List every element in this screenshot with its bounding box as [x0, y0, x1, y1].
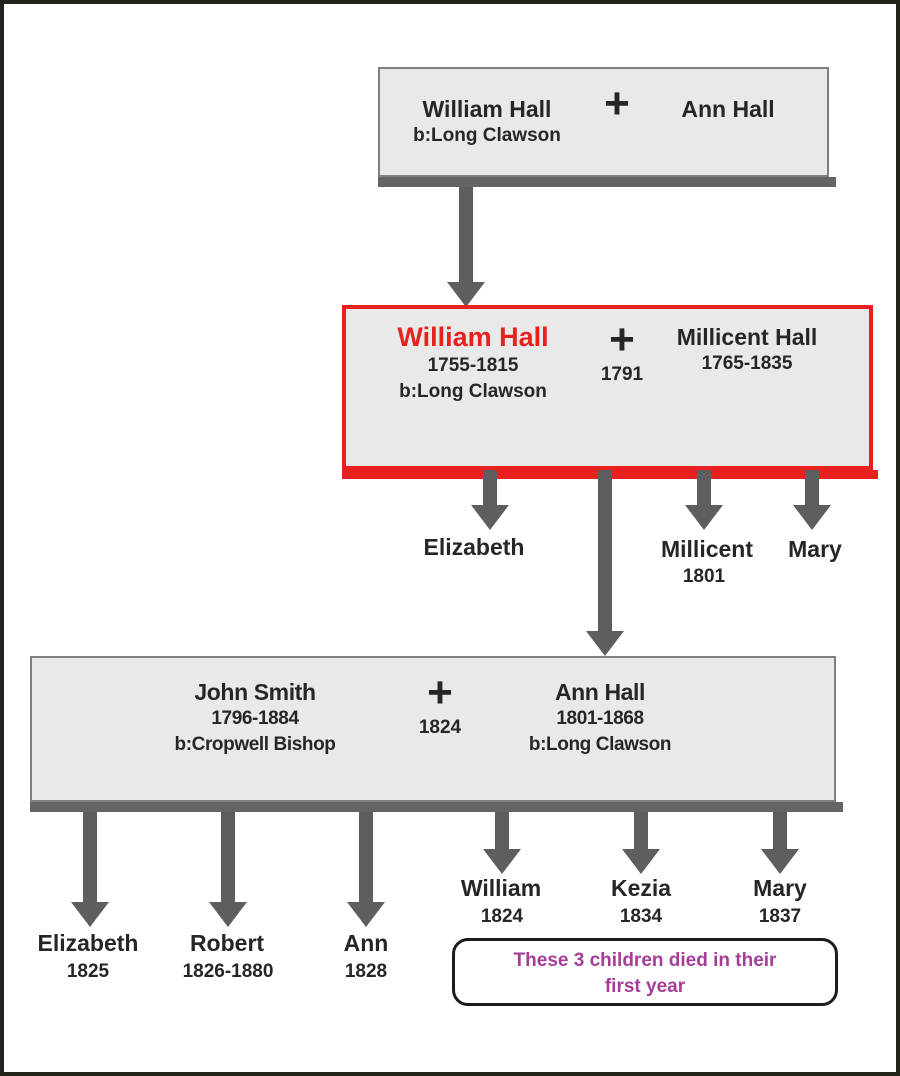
- person-years: 1796-1884: [211, 708, 299, 729]
- marriage-year: 1791: [600, 364, 644, 385]
- arrow-shaft: [697, 470, 711, 510]
- down-arrow-gen1-to-gen2-icon: [447, 187, 485, 307]
- box-shadow-bar: [378, 177, 836, 187]
- arrow-head: [447, 282, 485, 307]
- person-gen1-right: Ann Hall: [668, 95, 788, 123]
- arrow-shaft: [495, 812, 509, 854]
- arrow-head: [622, 849, 660, 874]
- note-box: These 3 children died in their first yea…: [452, 938, 838, 1006]
- marriage-plus-gen2: + 1791: [582, 315, 662, 387]
- person-name: Millicent Hall: [676, 324, 818, 350]
- child-year-william-gen3: 1824: [480, 906, 524, 927]
- arrow-head: [209, 902, 247, 927]
- couple-box-gen1: William Hall b:Long Clawson + Ann Hall: [378, 67, 836, 187]
- note-text-line1: These 3 children died in their: [513, 950, 777, 971]
- arrow-shaft: [459, 187, 473, 287]
- marriage-plus-gen1: +: [587, 79, 647, 128]
- marriage-plus-gen3: + 1824: [400, 668, 480, 740]
- person-birthplace: b:Long Clawson: [399, 381, 547, 402]
- arrow-shaft: [83, 812, 97, 907]
- child-year-robert: 1826-1880: [182, 961, 274, 982]
- down-arrow-robert-icon: [209, 812, 247, 927]
- arrow-head: [71, 902, 109, 927]
- person-gen1-left: William Hall b:Long Clawson: [382, 95, 592, 149]
- person-gen3-right: Ann Hall 1801-1868 b:Long Clawson: [480, 678, 720, 758]
- child-name-kezia: Kezia: [610, 875, 672, 901]
- child-name-elizabeth-gen3: Elizabeth: [37, 930, 139, 956]
- down-arrow-mary-gen2-icon: [793, 470, 831, 530]
- child-name-william-gen3: William: [460, 875, 542, 901]
- person-birthplace: b:Cropwell Bishop: [174, 734, 336, 755]
- person-years: 1755-1815: [427, 355, 519, 376]
- child-name-millicent: Millicent: [660, 536, 754, 562]
- child-year-ann: 1828: [344, 961, 388, 982]
- person-name: William Hall: [422, 96, 552, 122]
- child-name-robert: Robert: [189, 930, 265, 956]
- person-gen3-left: John Smith 1796-1884 b:Cropwell Bishop: [135, 678, 375, 758]
- down-arrow-elizabeth-gen3-icon: [71, 812, 109, 927]
- down-arrow-kezia-icon: [622, 812, 660, 874]
- down-arrow-william-gen3-icon: [483, 812, 521, 874]
- person-years: 1765-1835: [701, 353, 793, 374]
- arrow-head: [483, 849, 521, 874]
- down-arrow-ann-icon: [347, 812, 385, 927]
- note-text-line2: first year: [604, 976, 686, 997]
- down-arrow-mary-gen3-icon: [761, 812, 799, 874]
- child-year-millicent: 1801: [682, 566, 726, 587]
- couple-box-gen2-highlighted: William Hall 1755-1815 b:Long Clawson + …: [342, 305, 878, 479]
- person-name: John Smith: [194, 679, 316, 705]
- marriage-year: 1824: [418, 717, 462, 738]
- arrow-shaft: [805, 470, 819, 510]
- arrow-shaft: [634, 812, 648, 854]
- child-name-elizabeth-gen2: Elizabeth: [423, 534, 525, 560]
- arrow-head: [793, 505, 831, 530]
- arrow-head: [761, 849, 799, 874]
- person-name: Ann Hall: [681, 96, 775, 122]
- arrow-head: [471, 505, 509, 530]
- person-name: Ann Hall: [554, 679, 646, 705]
- down-arrow-gen2-to-gen3-icon: [586, 470, 624, 656]
- plus-icon: +: [427, 668, 453, 717]
- couple-box-gen3: John Smith 1796-1884 b:Cropwell Bishop +…: [30, 656, 843, 812]
- arrow-head: [347, 902, 385, 927]
- arrow-shaft: [773, 812, 787, 854]
- person-years: 1801-1868: [556, 708, 644, 729]
- arrow-head: [586, 631, 624, 656]
- child-name-mary-gen3: Mary: [753, 875, 807, 901]
- child-name-ann: Ann: [343, 930, 389, 956]
- box-shadow-bar: [30, 802, 843, 812]
- child-year-kezia: 1834: [619, 906, 663, 927]
- person-name-highlighted: William Hall: [397, 322, 549, 352]
- person-gen2-right: Millicent Hall 1765-1835: [657, 323, 837, 377]
- down-arrow-elizabeth-gen2-icon: [471, 470, 509, 530]
- person-birthplace: b:Long Clawson: [528, 734, 672, 755]
- person-birthplace: b:Long Clawson: [413, 125, 561, 146]
- plus-icon: +: [604, 79, 630, 128]
- arrow-shaft: [598, 470, 612, 636]
- arrow-shaft: [359, 812, 373, 907]
- down-arrow-millicent-icon: [685, 470, 723, 530]
- child-year-mary-gen3: 1837: [758, 906, 802, 927]
- child-year-elizabeth-gen3: 1825: [66, 961, 110, 982]
- arrow-shaft: [483, 470, 497, 510]
- person-gen2-left: William Hall 1755-1815 b:Long Clawson: [363, 321, 583, 405]
- arrow-head: [685, 505, 723, 530]
- child-name-mary-gen2: Mary: [788, 536, 842, 562]
- plus-icon: +: [609, 315, 635, 364]
- arrow-shaft: [221, 812, 235, 907]
